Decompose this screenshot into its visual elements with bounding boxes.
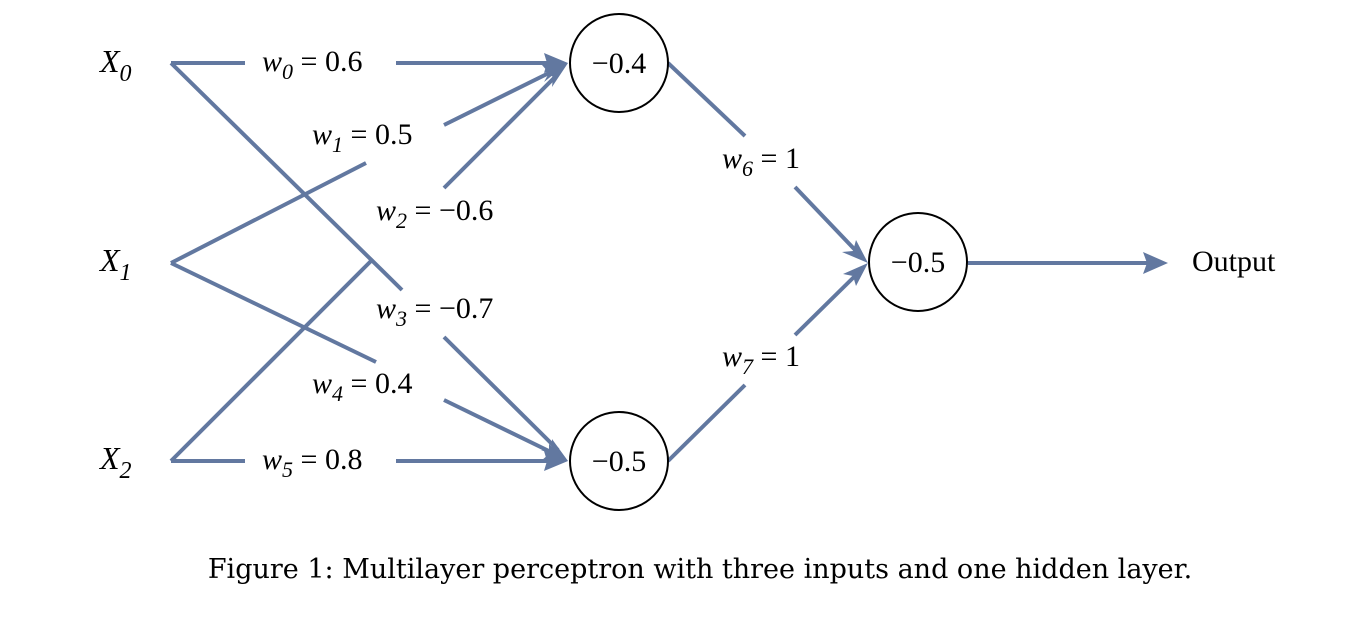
hidden-node-0-circle (569, 13, 669, 113)
edge-w3-a (169, 61, 404, 292)
weight-labels: w0 = 0.6 w1 = 0.5 w2 = −0.6 w3 = −0.7 w4… (262, 45, 800, 482)
edge-w1-a (170, 161, 367, 265)
output-label: Output (1192, 245, 1276, 278)
output-node-circle (868, 212, 968, 312)
edge-w1-b (443, 68, 556, 127)
weight-label-w7: w7 = 1 (722, 340, 800, 379)
edge-w2-a (169, 257, 375, 463)
hidden-node-0: −0.4 (569, 13, 669, 113)
arrowhead-h1-w5 (544, 451, 568, 471)
edges (169, 53, 1168, 471)
weight-label-w0: w0 = 0.6 (262, 45, 362, 84)
figure-caption: Figure 1: Multilayer perceptron with thr… (207, 554, 1193, 585)
edge-w7-b (793, 271, 860, 337)
edge-w7-a (666, 383, 747, 463)
arrowhead-o-w6 (842, 240, 868, 263)
weight-label-w6: w6 = 1 (722, 142, 800, 181)
edge-w3-b (442, 335, 560, 452)
arrowhead-o-w7 (843, 263, 868, 286)
hidden-node-1-value: −0.5 (592, 445, 646, 478)
hidden-node-1-circle (569, 411, 669, 511)
edge-w6-b (793, 185, 860, 255)
arrowhead-output (1143, 252, 1168, 274)
weight-label-w3: w3 = −0.7 (376, 292, 493, 331)
input-label-x1: X1 (98, 242, 132, 286)
hidden-node-0-value: −0.4 (592, 47, 646, 80)
weight-label-w4: w4 = 0.4 (312, 367, 412, 406)
weight-label-w1: w1 = 0.5 (312, 118, 412, 157)
hidden-node-1: −0.5 (569, 411, 669, 511)
weight-label-w2: w2 = −0.6 (376, 194, 493, 233)
input-label-x0: X0 (98, 43, 132, 87)
edge-w4-b (443, 398, 556, 456)
output-node: −0.5 (868, 212, 968, 312)
weight-label-w5: w5 = 0.8 (262, 443, 362, 482)
edge-w2-b (442, 72, 560, 190)
output-node-value: −0.5 (891, 246, 945, 279)
edge-w4-a (170, 261, 377, 364)
input-labels: X0 X1 X2 (98, 43, 132, 484)
arrowhead-h0-w2 (545, 63, 568, 87)
edge-w6-a (666, 61, 747, 138)
input-label-x2: X2 (98, 440, 132, 484)
